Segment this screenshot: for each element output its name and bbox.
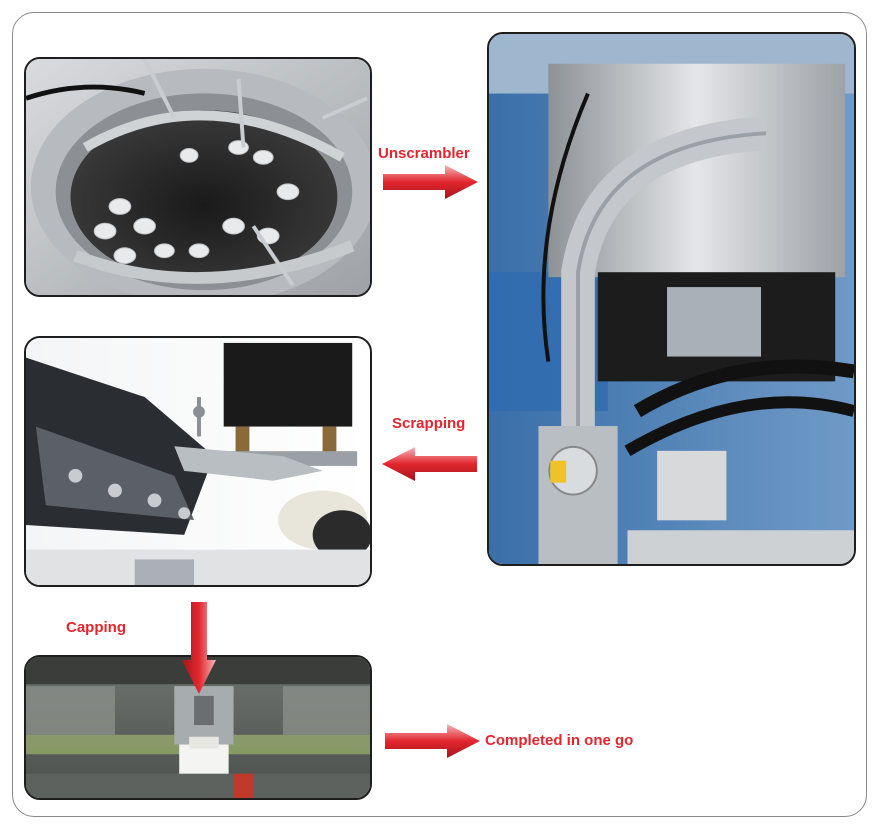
unscrambler-bowl-photo bbox=[24, 57, 372, 297]
completed-label: Completed in one go bbox=[485, 732, 634, 749]
right-arrow-icon bbox=[383, 165, 478, 199]
right-arrow-icon bbox=[385, 724, 480, 758]
unscrambler-machine-photo bbox=[487, 32, 856, 566]
unscrambler-label: Unscrambler bbox=[378, 145, 470, 162]
scrapping-mechanism-photo bbox=[24, 336, 372, 587]
scrapping-label: Scrapping bbox=[392, 415, 466, 432]
left-arrow-icon bbox=[382, 447, 477, 481]
capping-label: Capping bbox=[66, 619, 126, 636]
down-arrow-icon bbox=[182, 602, 216, 694]
